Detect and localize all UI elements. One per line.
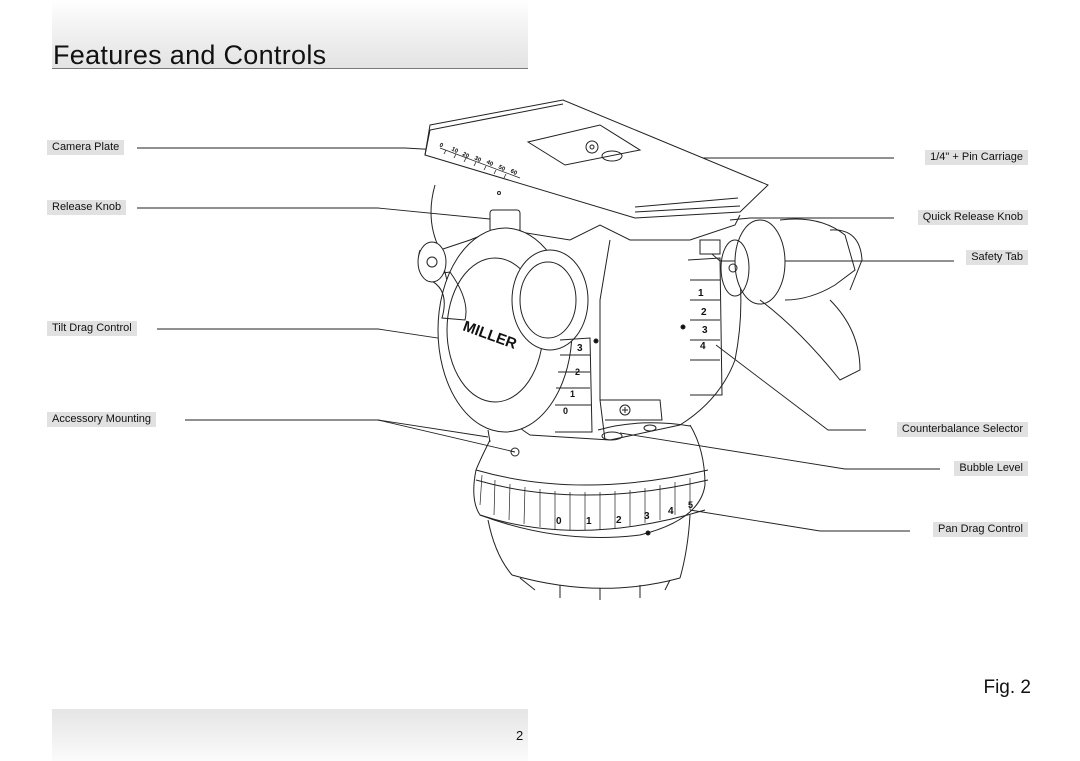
counterbalance-4: 4 — [700, 341, 706, 352]
head-body-drawing — [417, 184, 863, 457]
plate-scale-30: 30 — [473, 155, 482, 164]
camera-plate-drawing — [424, 99, 769, 219]
plate-scale-20: 20 — [461, 151, 470, 160]
counterbalance-3: 3 — [702, 325, 708, 336]
counterbalance-2: 2 — [701, 307, 707, 318]
leader-bubble-level — [619, 432, 940, 470]
pan-scale-2: 2 — [616, 515, 622, 526]
leader-accessory-2 — [377, 419, 516, 453]
callout-pin-carriage: 1/4" + Pin Carriage — [925, 150, 1028, 165]
pan-scale-4: 4 — [668, 506, 674, 517]
pan-scale-1: 1 — [586, 516, 592, 527]
callout-bubble-level: Bubble Level — [954, 461, 1028, 476]
callout-quick-release-knob: Quick Release Knob — [917, 210, 1028, 225]
leader-pan-drag — [689, 509, 910, 532]
callout-camera-plate: Camera Plate — [47, 140, 125, 155]
pan-scale-3: 3 — [644, 511, 650, 522]
callout-counterbalance-selector: Counterbalance Selector — [896, 422, 1028, 437]
pan-scale-0: 0 — [556, 516, 562, 527]
callout-tilt-drag-control: Tilt Drag Control — [47, 321, 137, 336]
plate-scale-0: 0 — [438, 142, 444, 149]
callout-safety-tab: Safety Tab — [966, 250, 1028, 265]
plate-scale-40: 40 — [485, 159, 494, 168]
pan-base-drawing — [473, 424, 709, 600]
callout-pan-drag-control: Pan Drag Control — [933, 522, 1028, 537]
leader-counterbalance — [715, 344, 866, 431]
leader-quick-release — [729, 217, 894, 221]
page-number: 2 — [516, 728, 524, 743]
tilt-scale-0: 0 — [563, 406, 568, 416]
plate-scale-60: 60 — [509, 168, 518, 177]
footer-bar — [52, 709, 528, 761]
pan-scale-5: 5 — [688, 500, 693, 510]
tilt-scale-2: 2 — [575, 367, 580, 377]
leader-accessory-1 — [185, 419, 489, 438]
plate-scale-10: 10 — [450, 146, 459, 155]
tilt-scale-1: 1 — [570, 389, 575, 399]
plate-scale-50: 50 — [497, 164, 506, 173]
leader-release-knob — [137, 207, 501, 221]
counterbalance-1: 1 — [698, 288, 704, 299]
leader-camera-plate — [137, 147, 441, 151]
figure-label: Fig. 2 — [983, 677, 1031, 698]
page-title: Features and Controls — [53, 40, 327, 70]
callout-release-knob: Release Knob — [47, 200, 127, 215]
header-bar — [52, 0, 528, 69]
tilt-scale-3: 3 — [577, 343, 583, 354]
callout-accessory-mounting: Accessory Mounting — [47, 412, 157, 427]
